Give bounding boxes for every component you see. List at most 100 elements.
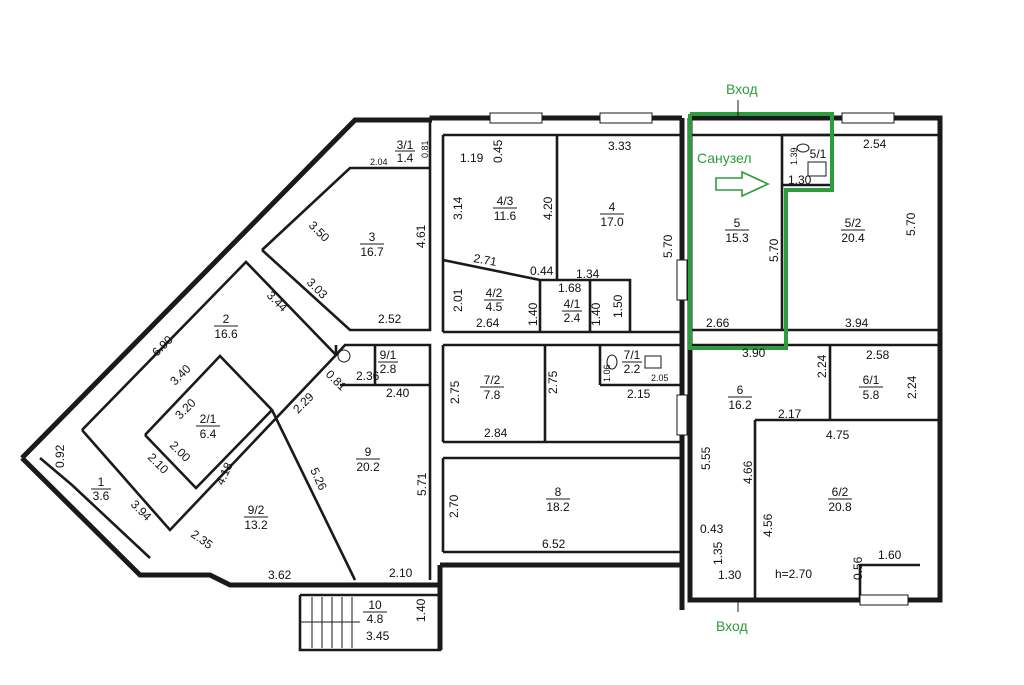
dimension: 2.70 [447,494,461,518]
room-number: 9/2 [248,503,265,517]
room-number: 4/1 [564,297,581,311]
dimension: 2.35 [188,527,215,552]
room-2-1: 2/1 6.4 [196,412,220,441]
room-5-1: 5/1 [810,147,827,161]
dimension: 1.06 [602,364,612,382]
room-area: 18.2 [546,500,570,514]
dimension: 4.56 [761,513,775,537]
toilet-icon [807,161,827,177]
room-6-2: 6/2 20.8 [828,485,852,514]
dimension: 1.50 [611,294,625,318]
dimension: 2.84 [484,426,508,440]
highlighted-office-outline [688,112,834,350]
stairs [300,597,360,648]
room-labels: 3/1 1.4 3 16.7 4/3 11.6 4 17.0 4/2 4.5 4… [91,138,883,626]
room-number: 5/1 [810,147,827,161]
dimension: 5.70 [767,238,781,262]
room-number: 4/2 [486,286,503,300]
dimension: 3.45 [366,629,390,643]
room-number: 2/1 [200,412,217,426]
room-number: 4/3 [497,194,514,208]
room-area: 16.7 [360,245,384,259]
room-area: 6.4 [200,427,217,441]
room-2: 2 16.6 [214,312,238,341]
room-number: 5 [734,216,741,230]
room-area: 2.2 [624,362,641,376]
dimension: 2.36 [356,369,380,383]
dimension: 3.40 [167,361,194,388]
dimension: 1.68 [558,281,582,295]
room-area: 20.2 [356,460,380,474]
dimension: 3.20 [172,395,199,422]
room-6: 6 16.2 [728,383,752,412]
room-4-2: 4/2 4.5 [484,286,504,314]
room-9: 9 20.2 [356,445,380,474]
dimension: 3.94 [128,497,155,524]
room-4-1: 4/1 2.4 [562,297,582,325]
dimension: 6.52 [542,537,566,551]
dimension: 2.66 [706,316,730,330]
dimension: 2.17 [778,407,802,421]
room-number: 4 [609,200,616,214]
room-number: 9/1 [380,348,397,362]
room-area: 20.8 [828,500,852,514]
dimension: 2.71 [472,251,498,269]
dimension: 2.24 [815,354,829,378]
dimension: 1.40 [589,302,603,326]
room-9-1: 9/1 2.8 [378,348,398,376]
dimension: 1.60 [878,548,902,562]
dimension: 2.54 [863,137,887,151]
room-10: 10 4.8 [363,598,387,626]
room-number: 7/2 [484,373,501,387]
room-area: 5.8 [863,388,880,402]
entrance-label-bottom: Вход [716,618,748,634]
dimension: 0.81 [323,367,350,394]
room-area: 16.6 [214,327,238,341]
bathroom-label: Санузел [697,150,752,166]
dimension: 3.03 [304,275,331,302]
dimension: 5.70 [904,212,918,236]
room-area: 2.8 [380,362,397,376]
dimension: 4.66 [741,460,755,484]
room-4-3: 4/3 11.6 [493,194,517,223]
dimension: 0.45 [491,139,505,163]
dimension: 0.56 [851,556,865,580]
room-area: 11.6 [494,209,517,223]
dimension: 5.71 [415,472,429,496]
room-area: 1.4 [397,151,414,165]
room-number: 7/1 [624,348,641,362]
dimension: 0.92 [53,444,67,468]
dimension: 3.14 [451,196,465,220]
dimension: 2.29 [290,389,317,416]
dimension: 5.70 [661,234,675,258]
dimension: 2.01 [451,288,465,312]
dimension: 1.39 [789,147,799,165]
room-area: 13.2 [244,518,268,532]
dimension: 3.90 [742,346,766,360]
dimension: 0.44 [530,264,554,278]
dimension: 1.19 [460,151,484,165]
room-7-1: 7/1 2.2 [622,348,642,376]
room-area: 16.2 [728,398,752,412]
dimension: 2.10 [145,450,172,477]
sink-icon [606,354,618,370]
dimension: 2.40 [386,386,410,400]
dimension: 0.43 [700,522,724,536]
dimension: 1.40 [526,302,540,326]
dimension: 2.24 [905,375,919,399]
windows [489,112,909,606]
dimension: 2.04 [370,157,388,167]
dimension: 4.20 [541,196,555,220]
dimension: 2.64 [476,316,500,330]
dimension: 2.75 [546,370,560,394]
room-area: 20.4 [841,231,865,245]
dimension: 1.30 [718,568,742,582]
room-5-2: 5/2 20.4 [841,216,865,245]
room-number: 2 [223,312,230,326]
room-3: 3 16.7 [360,230,384,259]
dimension: 4.75 [826,428,850,442]
room-1: 1 3.6 [91,475,111,503]
dimension: 2.10 [389,566,413,580]
room-area: 7.8 [484,388,501,402]
toilet-icon [644,355,662,369]
